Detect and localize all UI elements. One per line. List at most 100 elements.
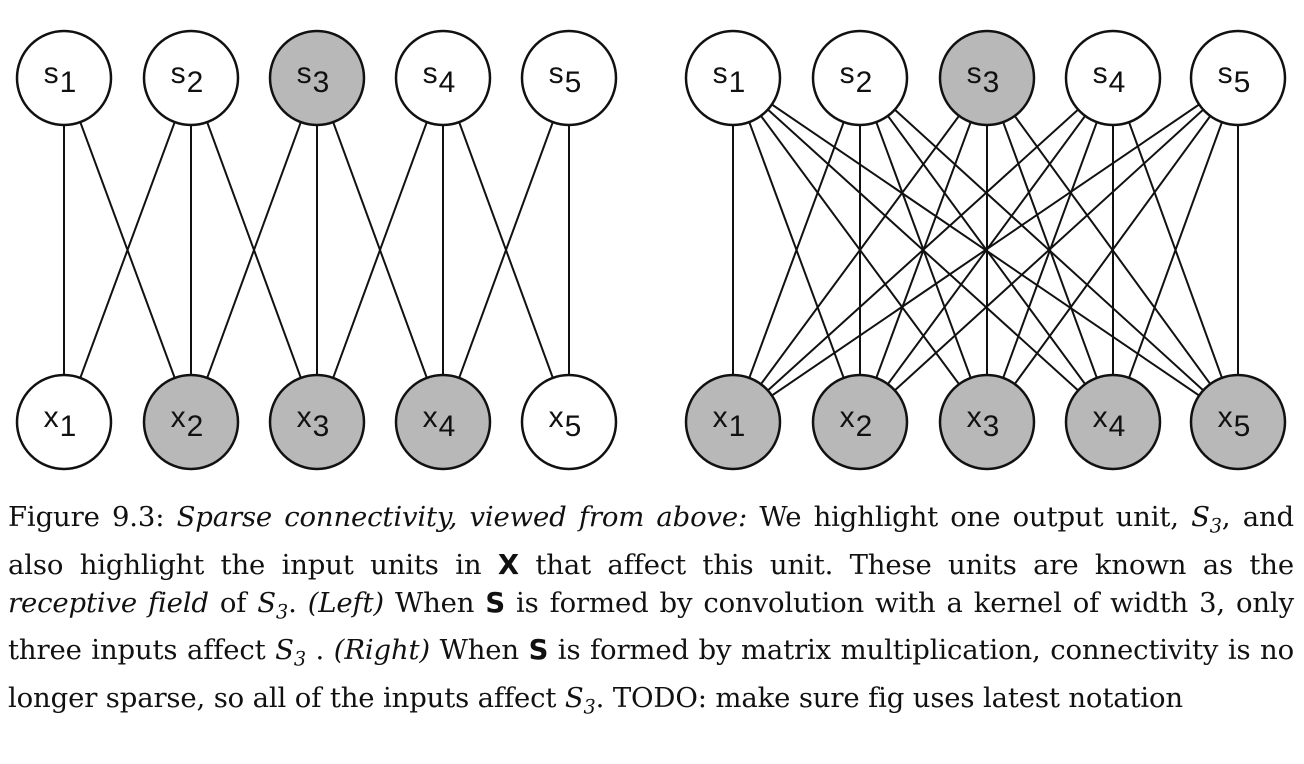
right-label: (Right): [333, 634, 431, 666]
input-node-label: x3: [297, 401, 330, 443]
output-node-label: s3: [297, 57, 330, 99]
input-node-label: x5: [1218, 401, 1251, 443]
figure-label: Figure 9.3:: [8, 501, 165, 533]
output-node-label: s1: [44, 57, 77, 99]
output-node-circle: [684, 29, 782, 127]
output-node-label: s3: [967, 57, 1000, 99]
right-edges: [732, 77, 1239, 423]
output-node-3: s3: [938, 29, 1036, 127]
output-node-2: s2: [142, 29, 240, 127]
output-node-label: s2: [171, 57, 204, 99]
output-node-label: s5: [549, 57, 582, 99]
input-node-circle: [811, 373, 909, 471]
caption-text: , and also highlight the input units in: [8, 501, 1294, 581]
math-s3: S3: [257, 586, 289, 624]
caption-text: We highlight one output unit,: [747, 501, 1192, 533]
caption-text: .: [288, 586, 308, 619]
output-node-label: s2: [840, 57, 873, 99]
math-s3: S3: [564, 681, 596, 719]
edge-s2-x1: [732, 77, 861, 423]
input-node-circle: [142, 373, 240, 471]
connectivity-diagram: s1 s2 s3 s4 s5 x1 x2 x3 x4 x5 s1 s2 s3 s4 s5 x1 x2 x3 x4 x…: [15, 29, 1287, 471]
output-node-4: s4: [394, 29, 492, 127]
left-edges: [63, 77, 570, 423]
math-s-bold: S: [485, 586, 506, 619]
output-node-5: s5: [1189, 29, 1287, 127]
output-node-5: s5: [520, 29, 618, 127]
output-node-label: s4: [423, 57, 456, 99]
output-node-label: s5: [1218, 57, 1251, 99]
math-s-bold: S: [528, 634, 549, 666]
output-node-circle: [1189, 29, 1287, 127]
edge-s2-x1: [63, 77, 192, 423]
input-node-4: x4: [1064, 373, 1162, 471]
math-x-bold: X: [497, 548, 519, 581]
input-node-3: x3: [268, 373, 366, 471]
input-node-5: x5: [520, 373, 618, 471]
math-s3: S3: [1191, 501, 1222, 538]
input-node-5: x5: [1189, 373, 1287, 471]
caption-text: .: [305, 634, 334, 666]
caption-text: . TODO: make sure fig uses latest notati…: [595, 681, 1183, 714]
input-node-label: x3: [967, 401, 1000, 443]
edge-s5-x3: [986, 77, 1239, 423]
edge-s3-x1: [732, 77, 988, 423]
input-node-1: x1: [15, 373, 113, 471]
caption-title: Sparse connectivity, viewed from above:: [176, 501, 748, 533]
input-node-label: x2: [840, 401, 873, 443]
input-node-circle: [1189, 373, 1287, 471]
output-node-label: s1: [713, 57, 746, 99]
output-node-4: s4: [1064, 29, 1162, 127]
output-node-circle: [938, 29, 1036, 127]
output-node-circle: [1064, 29, 1162, 127]
caption-text: is formed by convolution with a kernel o…: [8, 586, 1294, 667]
input-node-circle: [684, 373, 782, 471]
input-node-2: x2: [142, 373, 240, 471]
left-panel-sparse: s1 s2 s3 s4 s5 x1 x2 x3 x4 x5: [15, 29, 618, 471]
output-node-label: s4: [1093, 57, 1126, 99]
output-node-1: s1: [684, 29, 782, 127]
input-node-label: x2: [171, 401, 204, 443]
figure-caption: Figure 9.3: Sparse connectivity, viewed …: [8, 498, 1294, 726]
left-label: (Left): [307, 586, 385, 619]
caption-text: When: [384, 586, 486, 619]
output-node-circle: [142, 29, 240, 127]
receptive-field-term: receptive field: [8, 586, 209, 619]
edge-s5-x4: [442, 77, 570, 423]
caption-text: that affect this unit. These units are k…: [518, 548, 1294, 581]
edge-s4-x3: [316, 77, 444, 423]
input-node-4: x4: [394, 373, 492, 471]
output-node-circle: [520, 29, 618, 127]
output-node-circle: [15, 29, 113, 127]
input-node-circle: [394, 373, 492, 471]
input-node-2: x2: [811, 373, 909, 471]
input-node-label: x4: [1093, 401, 1126, 443]
input-node-circle: [520, 373, 618, 471]
input-node-circle: [15, 373, 113, 471]
input-node-3: x3: [938, 373, 1036, 471]
output-node-circle: [811, 29, 909, 127]
input-node-label: x1: [44, 401, 77, 443]
input-node-label: x1: [713, 401, 746, 443]
output-node-1: s1: [15, 29, 113, 127]
right-panel-dense: s1 s2 s3 s4 s5 x1 x2 x3 x4 x5: [684, 29, 1287, 471]
output-node-circle: [268, 29, 366, 127]
edge-s5-x4: [1112, 77, 1239, 423]
input-node-1: x1: [684, 373, 782, 471]
caption-text: is formed by matrix multiplication, conn…: [8, 634, 1295, 714]
edge-s5-x2: [859, 77, 1239, 423]
output-node-circle: [394, 29, 492, 127]
input-node-circle: [268, 373, 366, 471]
edge-s3-x2: [190, 77, 318, 423]
output-node-3: s3: [268, 29, 366, 127]
output-node-2: s2: [811, 29, 909, 127]
edge-s5-x1: [732, 77, 1239, 423]
math-s3: S3: [275, 634, 306, 671]
input-node-label: x5: [549, 401, 582, 443]
input-node-circle: [1064, 373, 1162, 471]
input-node-label: x4: [423, 401, 456, 443]
edge-s4-x1: [732, 77, 1114, 423]
caption-text: of: [208, 586, 258, 619]
input-node-circle: [938, 373, 1036, 471]
caption-text: When: [430, 634, 529, 666]
